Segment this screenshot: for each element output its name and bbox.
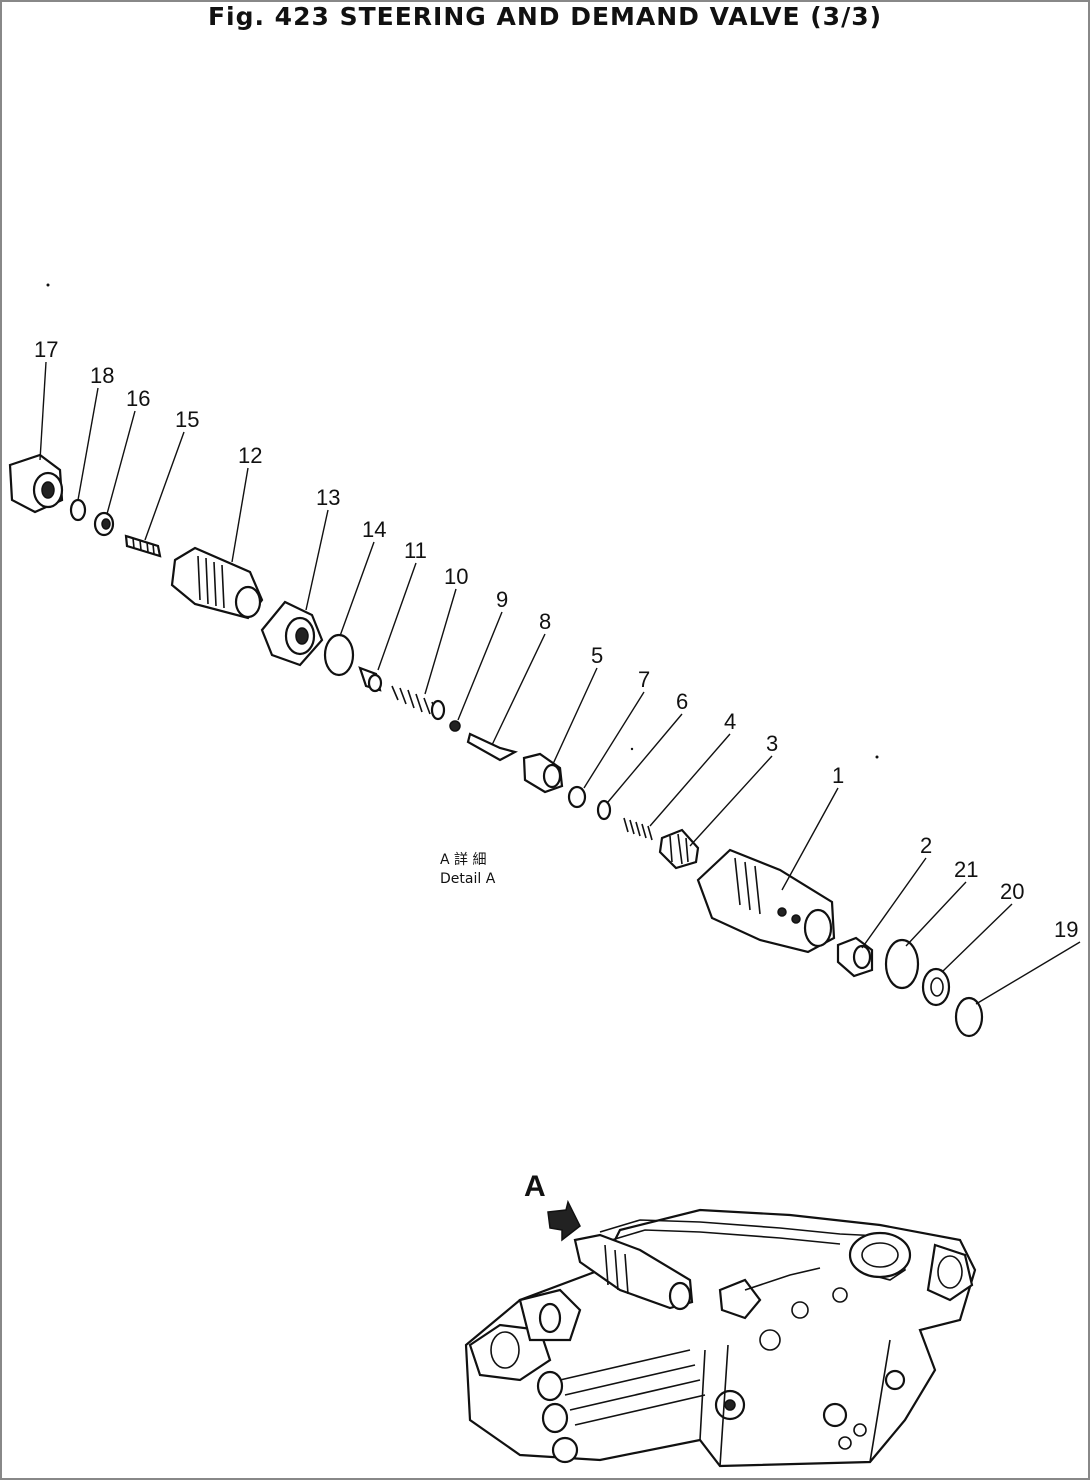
- callout-20: 20: [1000, 879, 1024, 904]
- detail-label-jp: A 詳 細: [440, 852, 486, 868]
- part-1-valve-housing: [696, 848, 836, 954]
- callout-3: 3: [766, 731, 778, 756]
- callout-12: 12: [238, 443, 262, 468]
- callout-7: 7: [638, 667, 650, 692]
- callout-19: 19: [1054, 917, 1078, 942]
- part-19-o-ring: [954, 996, 984, 1038]
- callout-17: 17: [34, 337, 58, 362]
- callout-2: 2: [920, 833, 932, 858]
- part-16-nut: [93, 511, 115, 537]
- callout-14: 14: [362, 517, 386, 542]
- view-marker-a: A: [524, 1170, 546, 1203]
- callout-11: 11: [404, 538, 427, 563]
- part-18-o-ring: [69, 498, 87, 522]
- part-8-poppet: [466, 732, 518, 762]
- part-3-plunger: [658, 828, 700, 870]
- callout-13: 13: [316, 485, 340, 510]
- part-15-adjust-screw: [124, 534, 162, 558]
- part-7-washer: [567, 785, 587, 809]
- part-13-lock-nut: [260, 600, 324, 667]
- figure-title: Fig. 423 STEERING AND DEMAND VALVE (3/3): [207, 2, 883, 31]
- callout-21: 21: [954, 857, 978, 882]
- part-2-plug: [836, 936, 874, 978]
- part-20-washer: [921, 967, 951, 1007]
- callout-16: 16: [126, 386, 150, 411]
- callout-1: 1: [832, 763, 844, 788]
- part-10-spring: [391, 685, 446, 721]
- callout-4: 4: [724, 709, 736, 734]
- part-14-o-ring: [323, 633, 355, 677]
- view-arrow: [547, 1199, 581, 1242]
- leader-lines: [39, 361, 1081, 1005]
- part-21-o-ring: [884, 938, 920, 990]
- callout-10: 10: [444, 564, 468, 589]
- callout-5: 5: [591, 643, 603, 668]
- callout-6: 6: [676, 689, 688, 714]
- part-4-spring: [623, 817, 653, 841]
- part-9-ball: [449, 720, 461, 732]
- callout-18: 18: [90, 363, 114, 388]
- callout-8: 8: [539, 609, 551, 634]
- callout-9: 9: [496, 587, 508, 612]
- part-6-ring: [596, 799, 612, 821]
- part-11-seat: [358, 666, 383, 693]
- callout-labels: 17 18 16 15 12 13 14 11 10 9 8 5 7 6 4 3…: [34, 337, 1078, 942]
- callout-15: 15: [175, 407, 199, 432]
- part-17-cap-nut: [8, 453, 64, 514]
- control-valve-assembly: [464, 1208, 977, 1468]
- detail-label-en: Detail A: [440, 871, 496, 887]
- part-5-sleeve: [522, 752, 564, 794]
- part-12-valve-body: [170, 546, 264, 620]
